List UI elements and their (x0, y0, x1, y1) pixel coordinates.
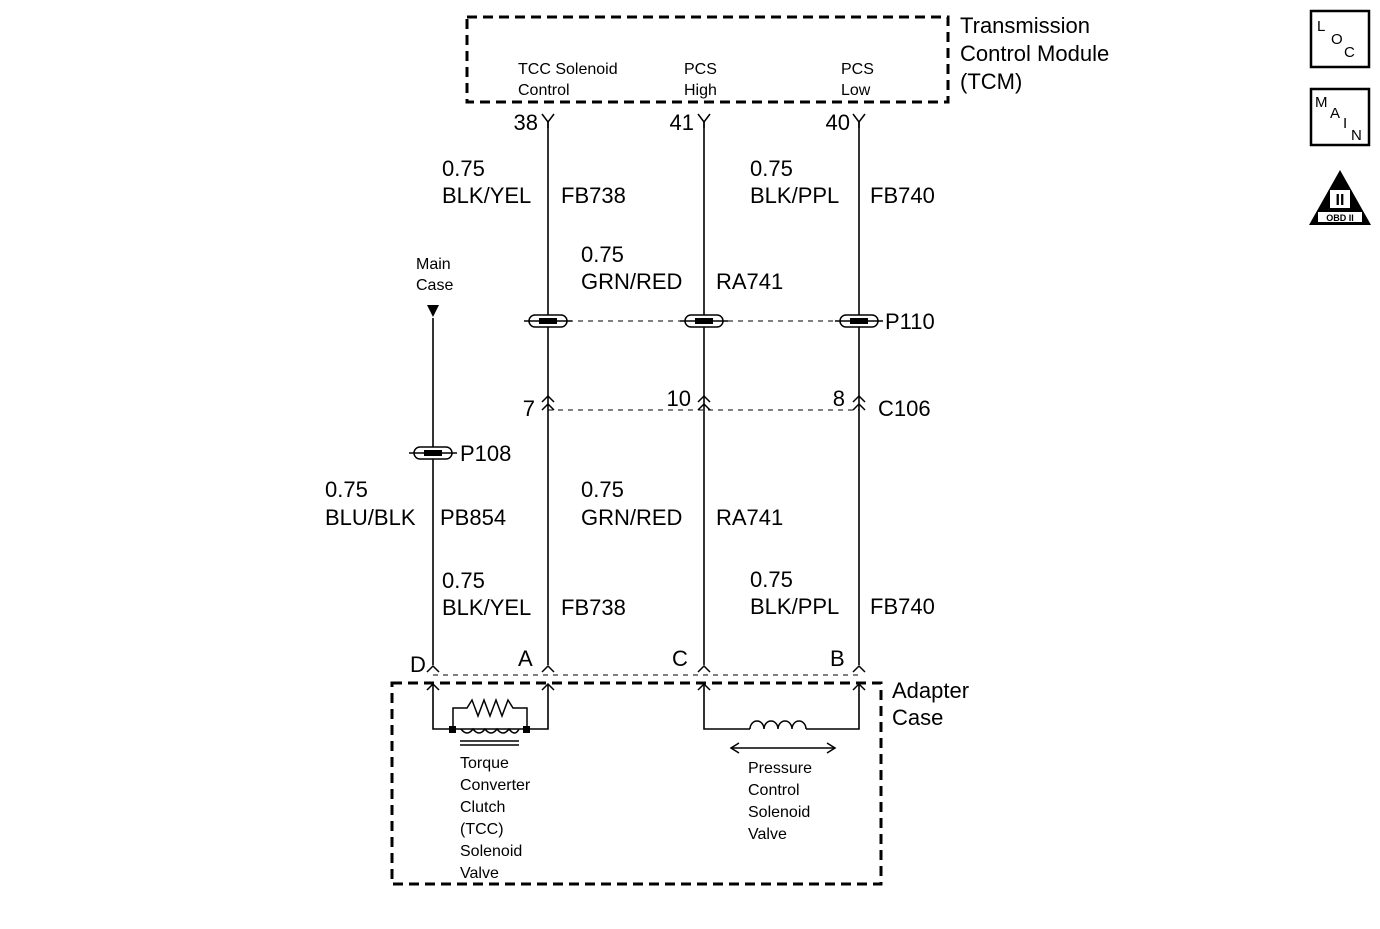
tcm-pin-38: 38 (514, 110, 538, 135)
tcc-label-5: Solenoid (460, 843, 522, 860)
splice-p108-icon (409, 446, 457, 460)
tcm-title-line-1: Transmission (960, 13, 1090, 38)
tcc-label-1: Torque (460, 755, 509, 772)
adapter-pin-d: D (410, 652, 426, 677)
tcc-solenoid-icon (432, 684, 549, 746)
tcm-pin-label-pcs-high-2: High (684, 82, 717, 99)
obd2-icon-numeral: II (1336, 192, 1345, 209)
obd2-icon[interactable]: II OBD II (1309, 170, 1371, 225)
adapter-title-line-2: Case (892, 705, 943, 730)
wire-lower-4-circuit: FB740 (870, 594, 935, 619)
loc-icon-letter-o: O (1331, 31, 1343, 48)
p110-splice-icons (524, 314, 883, 328)
adapter-pin-terminals (426, 664, 866, 691)
wire-upper-3-circuit: FB740 (870, 183, 935, 208)
c106-pin-7: 7 (523, 396, 535, 421)
loc-icon[interactable]: L O C (1309, 9, 1371, 69)
adapter-pin-a: A (518, 646, 533, 671)
splice-p110-2-icon (680, 314, 728, 328)
adapter-case-box (390, 681, 883, 886)
splice-p108-label: P108 (460, 441, 511, 466)
wire-lower-3-circuit: RA741 (716, 505, 783, 530)
main-icon-letter-n: N (1351, 127, 1362, 144)
c106-pin-7-icon (541, 394, 555, 411)
wire-lower-1-circuit: PB854 (440, 505, 506, 530)
wire-upper-1-color: BLK/YEL (442, 183, 531, 208)
wire-lower-2-color: BLK/YEL (442, 595, 531, 620)
main-icon[interactable]: M A I N (1309, 87, 1371, 147)
wire-upper-1-circuit: FB738 (561, 183, 626, 208)
wire-lower-4-color: BLK/PPL (750, 594, 839, 619)
wire-upper-3-size: 0.75 (750, 156, 793, 181)
wire-upper-1-size: 0.75 (442, 156, 485, 181)
tcc-label-6: Valve (460, 865, 499, 882)
wire-upper-3-color: BLK/PPL (750, 183, 839, 208)
tcc-label-3: Clutch (460, 799, 505, 816)
wire-upper-2-circuit: RA741 (716, 269, 783, 294)
splice-p110-label: P110 (885, 309, 935, 334)
c106-pin-10: 10 (667, 386, 691, 411)
tcm-pin-label-tcc-1: TCC Solenoid (518, 61, 618, 78)
pcs-solenoid-icon (703, 684, 860, 754)
wire-lower-2-circuit: FB738 (561, 595, 626, 620)
wire-upper-2-color: GRN/RED (581, 269, 682, 294)
loc-icon-letter-c: C (1344, 44, 1355, 61)
c106-terminals (541, 394, 866, 411)
wire-lower-1-color: BLU/BLK (325, 505, 416, 530)
pcs-label-3: Solenoid (748, 804, 810, 821)
wire-lower-1-size: 0.75 (325, 477, 368, 502)
tcm-pin-label-pcs-low-2: Low (841, 82, 871, 99)
ground-arrow-icon (427, 305, 439, 317)
main-icon-letter-m: M (1315, 94, 1328, 111)
tcm-pin-label-tcc-2: Control (518, 82, 570, 99)
wire-lower-4-size: 0.75 (750, 567, 793, 592)
pcs-label-1: Pressure (748, 760, 812, 777)
tcm-pin-41: 41 (670, 110, 694, 135)
tcc-label-2: Converter (460, 777, 531, 794)
tcm-title-line-2: Control Module (960, 41, 1109, 66)
ground-label-1: Main (416, 256, 451, 273)
tcm-pin-label-pcs-high-1: PCS (684, 61, 717, 78)
adapter-pin-c: C (672, 646, 688, 671)
tcm-pin-40: 40 (826, 110, 850, 135)
main-icon-letter-i: I (1343, 115, 1347, 132)
c106-pin-8: 8 (833, 386, 845, 411)
pcs-label-4: Valve (748, 826, 787, 843)
tcm-title-line-3: (TCM) (960, 69, 1022, 94)
tcc-label-4: (TCC) (460, 821, 504, 838)
c106-pin-8-icon (852, 394, 866, 411)
wire-lower-2-size: 0.75 (442, 568, 485, 593)
wire-lower-3-color: GRN/RED (581, 505, 682, 530)
pcs-label-2: Control (748, 782, 800, 799)
c106-pin-10-icon (697, 394, 711, 411)
c106-label: C106 (878, 396, 931, 421)
tcm-box (465, 15, 950, 104)
splice-p110-1-icon (524, 314, 572, 328)
splice-p110-3-icon (835, 314, 883, 328)
tcm-pin-label-pcs-low-1: PCS (841, 61, 874, 78)
loc-icon-letter-l: L (1317, 18, 1325, 35)
adapter-title-line-1: Adapter (892, 678, 969, 703)
ground-label-2: Case (416, 277, 453, 294)
obd2-icon-text: OBD II (1326, 213, 1354, 223)
wire-lower-3-size: 0.75 (581, 477, 624, 502)
main-icon-letter-a: A (1330, 105, 1340, 122)
wire-upper-2-size: 0.75 (581, 242, 624, 267)
adapter-pin-b: B (830, 646, 845, 671)
